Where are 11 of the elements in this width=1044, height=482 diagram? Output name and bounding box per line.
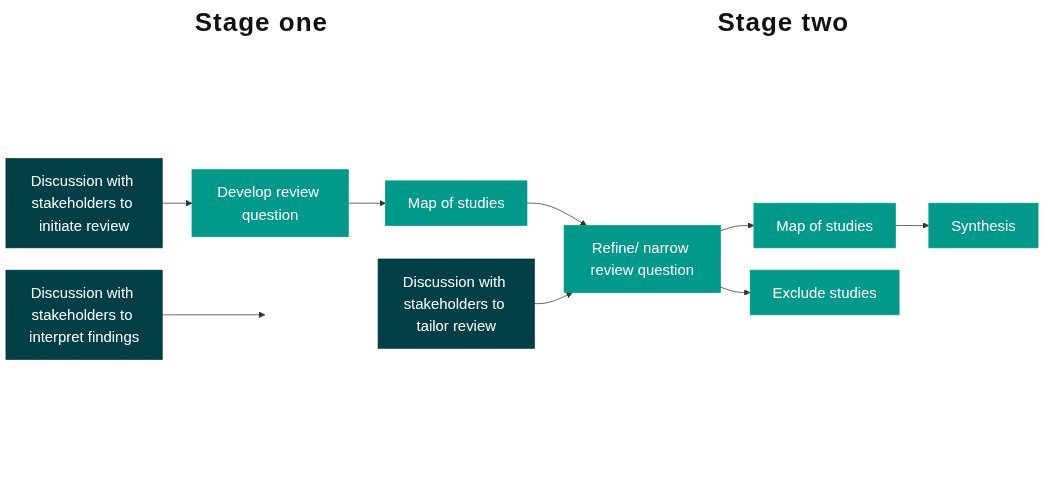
- node-box: Develop review question: [191, 169, 349, 238]
- node-box: Exclude studies: [749, 269, 900, 316]
- node-box: Synthesis: [928, 202, 1039, 249]
- node-box: Discussion with stakeholders to interpret findings: [5, 269, 163, 360]
- stage-heading: Stage two: [717, 6, 850, 38]
- node-box: Discussion with stakeholders to initiate review: [5, 158, 163, 249]
- stage-heading: Stage one: [194, 6, 328, 38]
- node-box: Map of studies: [385, 180, 528, 226]
- node-box: Refine/ narrow review question: [563, 225, 721, 293]
- node-box: Map of studies: [753, 202, 896, 249]
- node-box: Discussion with stakeholders to tailor review: [377, 258, 535, 349]
